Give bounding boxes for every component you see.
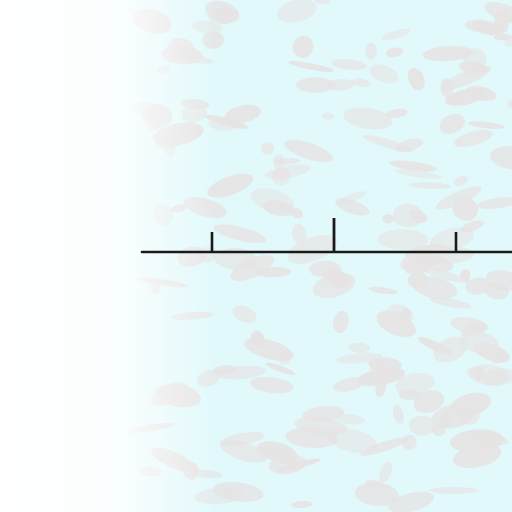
ice-patch (466, 430, 509, 446)
ice-patch (435, 186, 482, 210)
ice-patch (292, 35, 314, 59)
ice-patch (314, 0, 331, 5)
ice-patch (332, 310, 349, 334)
ice-patch (287, 234, 337, 264)
ice-patch (377, 229, 429, 250)
ice-patch (453, 129, 493, 148)
ice-patch (465, 277, 491, 295)
ice-patch (250, 376, 294, 394)
ice-patch (291, 223, 307, 245)
ice-patch (421, 267, 470, 283)
ice-patch (260, 142, 274, 155)
ice-patch (395, 169, 443, 179)
ice-patch (489, 347, 506, 361)
ice-patch (263, 200, 295, 217)
ice-patch (351, 78, 371, 87)
ice-patch (429, 486, 478, 494)
ice-patch (271, 167, 291, 186)
ice-patch (232, 305, 257, 323)
ice-patch (343, 107, 393, 130)
ice-patch (420, 245, 474, 264)
ice-patch (295, 77, 335, 93)
ice-patch (365, 42, 378, 60)
ice-patch (468, 121, 505, 129)
ice-patch-layer (126, 0, 512, 512)
ice-patch (485, 282, 510, 300)
ice-patch (363, 135, 413, 153)
ice-patch (493, 33, 512, 41)
ice-patch (207, 173, 254, 198)
ice-patch (378, 461, 393, 483)
ice-patch (388, 491, 435, 512)
ice-patch (494, 9, 511, 31)
ice-patch (277, 0, 317, 23)
ice-patch (422, 45, 473, 62)
ice-patch (224, 104, 262, 124)
ice-patch (440, 413, 453, 428)
ice-patch (385, 47, 404, 58)
ice-patch (395, 372, 435, 396)
ice-patch (336, 352, 383, 364)
ice-patch (444, 88, 487, 106)
ice-patch (504, 30, 512, 47)
ice-patch (213, 224, 267, 243)
ice-patch (453, 175, 469, 186)
ice-patch (382, 214, 394, 224)
ice-patch (385, 108, 408, 119)
ice-patch (208, 116, 239, 131)
ice-patch (392, 404, 404, 424)
ice-patch (216, 8, 234, 25)
ice-patch (442, 65, 492, 90)
ice-patch (381, 28, 411, 40)
ice-patch (288, 61, 335, 72)
ice-patch (291, 501, 313, 508)
ice-patch (408, 415, 437, 436)
ice-patch (474, 366, 485, 382)
scale-bar (140, 218, 512, 254)
ice-patch (460, 408, 480, 425)
ice-patch (392, 203, 424, 228)
ice-patch (459, 331, 500, 354)
ice-patch (389, 160, 438, 172)
ice-patch (354, 482, 399, 507)
ice-patch (429, 297, 472, 309)
ice-patch (308, 260, 342, 278)
ice-patch (439, 113, 465, 134)
ice-patch (375, 376, 387, 398)
ice-patch (507, 98, 512, 109)
ice-patch (230, 255, 274, 281)
ice-patch (244, 337, 294, 361)
ice-patch (273, 154, 285, 170)
ice-patch (335, 198, 370, 216)
ice-patch (433, 336, 468, 363)
ice-patch (413, 390, 445, 414)
ice-patch (328, 428, 378, 454)
ice-patch (335, 414, 366, 425)
ice-patch (369, 64, 399, 84)
ice-patch (402, 434, 417, 451)
ice-patch (348, 342, 371, 353)
ice-patch (284, 139, 333, 163)
ice-patch (220, 439, 267, 463)
ice-patch (477, 197, 512, 210)
ice-patch (268, 454, 307, 475)
ice-patch (321, 112, 335, 120)
ice-patch (489, 146, 512, 170)
left-fade-overlay (0, 0, 215, 512)
ice-patch (213, 364, 237, 376)
ice-patch (429, 227, 474, 251)
ice-patch (265, 362, 296, 375)
ice-patch (417, 337, 453, 355)
ice-patch (408, 182, 452, 189)
ice-patch (331, 59, 368, 70)
ice-patch (412, 276, 458, 300)
ice-patch (385, 304, 414, 327)
ice-patch (370, 358, 388, 381)
ice-patch (407, 68, 425, 91)
ice-patch (368, 286, 398, 295)
ice-patch (460, 220, 485, 233)
